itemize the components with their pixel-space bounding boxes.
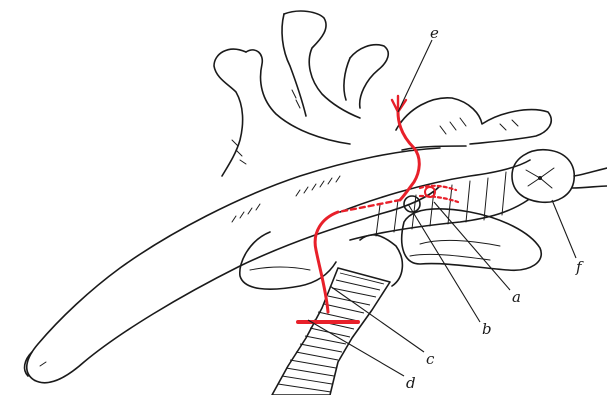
spinous-processes xyxy=(214,11,388,176)
label-b: b xyxy=(482,320,492,338)
label-f: f xyxy=(575,258,584,276)
label-d: d xyxy=(406,374,416,392)
leader-b xyxy=(408,204,480,322)
leader-e xyxy=(398,40,432,112)
spinal-cord-section xyxy=(512,150,607,203)
labels: e a b c d f xyxy=(406,24,584,392)
vertebral-arch xyxy=(396,98,551,150)
leader-c xyxy=(330,286,424,352)
label-e: e xyxy=(430,24,439,42)
label-c: c xyxy=(426,350,435,368)
long-process xyxy=(25,148,440,383)
pelvis-outline xyxy=(240,209,541,289)
vertebral-column xyxy=(340,160,530,240)
label-a: a xyxy=(512,288,521,306)
leader-f xyxy=(552,200,576,258)
